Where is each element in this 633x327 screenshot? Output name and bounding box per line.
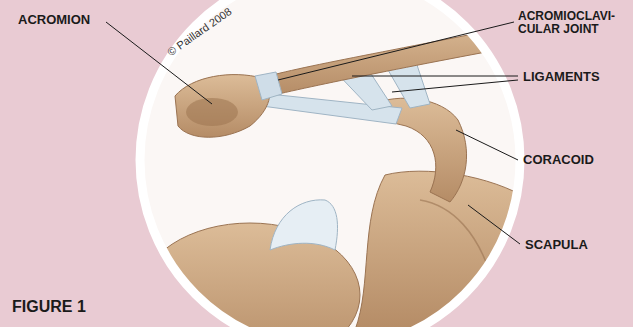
part-label: LIGAMENTS [523, 70, 600, 84]
joint-capsule [255, 72, 282, 100]
part-label: SCAPULA [525, 238, 588, 252]
leader-line [468, 205, 520, 244]
leader-line [352, 76, 518, 77]
leader-line [392, 80, 518, 92]
circle-frame [140, 0, 520, 327]
leader-line [456, 130, 518, 160]
leader-lines [106, 22, 520, 244]
illustration-inner [130, 0, 572, 327]
leader-line [278, 22, 514, 80]
glenoid-cartilage [270, 200, 338, 250]
part-label: CORACOID [523, 153, 594, 167]
part-label: ACROMIOCLAVI- CULAR JOINT [518, 10, 618, 36]
figure-number: FIGURE 1 [12, 298, 86, 316]
acromion-shading [186, 98, 238, 126]
part-label: ACROMION [18, 13, 90, 27]
acromion-bone [175, 75, 270, 138]
